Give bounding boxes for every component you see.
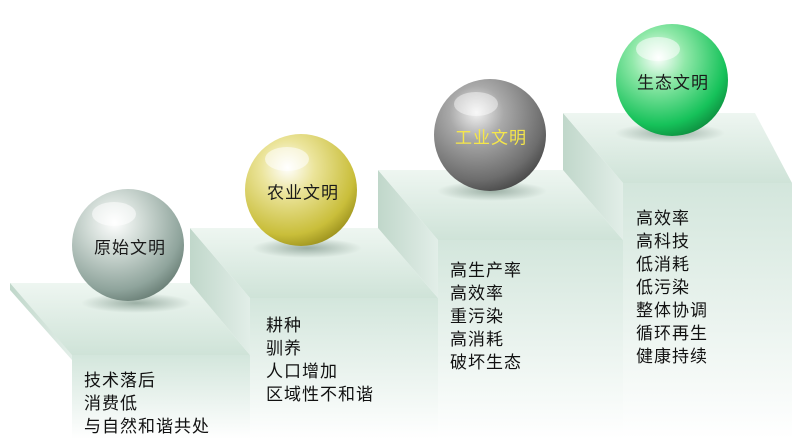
list-item: 高消耗: [450, 330, 504, 350]
list-item: 区域性不和谐: [266, 385, 374, 405]
ball-shadow-1: [81, 293, 191, 313]
list-item: 耕种: [266, 316, 302, 336]
list-item: 高效率: [636, 209, 690, 229]
step-3-side: [378, 170, 438, 298]
step-1: [10, 283, 250, 439]
industrial-traits-list: 高生产率 高效率 重污染 高消耗 破坏生态: [450, 260, 522, 375]
stage-title-ecological: 生态文明: [637, 73, 709, 94]
list-item: 低污染: [636, 278, 690, 298]
list-item: 消费低: [84, 394, 138, 414]
step-1-front: [72, 355, 250, 439]
stage-title-agricultural: 农业文明: [267, 183, 339, 204]
step-3: [378, 170, 623, 439]
step-3-top: [378, 170, 623, 240]
list-item: 高生产率: [450, 261, 522, 281]
list-item: 高科技: [636, 232, 690, 252]
sphere-highlight: [265, 147, 309, 171]
list-item: 与自然和谐共处: [84, 417, 210, 437]
stage-title-industrial: 工业文明: [455, 128, 527, 149]
primitive-traits-list: 技术落后 消费低 与自然和谐共处: [84, 370, 210, 439]
step-2: [190, 228, 438, 439]
list-item: 破坏生态: [450, 353, 522, 373]
list-item: 循环再生: [636, 324, 708, 344]
step-2-top: [190, 228, 438, 298]
step-4-side: [563, 113, 623, 240]
ball-shadow-3: [437, 181, 547, 201]
step-4-front: [623, 183, 792, 439]
list-item: 技术落后: [84, 371, 156, 391]
list-item: 人口增加: [266, 362, 338, 382]
list-item: 健康持续: [636, 347, 708, 367]
list-item: 低消耗: [636, 255, 690, 275]
stage-title-primitive: 原始文明: [94, 238, 166, 259]
list-item: 重污染: [450, 307, 504, 327]
step-2-front: [250, 298, 438, 439]
sphere-highlight: [454, 92, 498, 116]
sphere-highlight: [636, 37, 680, 61]
list-item: 高效率: [450, 284, 504, 304]
sphere-industrial-civilization: [434, 79, 546, 191]
list-item: 整体协调: [636, 301, 708, 321]
agricultural-traits-list: 耕种 驯养 人口增加 区域性不和谐: [266, 315, 374, 407]
step-3-front: [438, 240, 623, 439]
step-2-side: [190, 228, 250, 355]
ball-shadow-2: [252, 238, 362, 258]
list-item: 驯养: [266, 339, 302, 359]
sphere-highlight: [92, 202, 136, 226]
ecological-traits-list: 高效率 高科技 低消耗 低污染 整体协调 循环再生 健康持续: [636, 208, 708, 369]
step-1-top: [10, 283, 250, 355]
